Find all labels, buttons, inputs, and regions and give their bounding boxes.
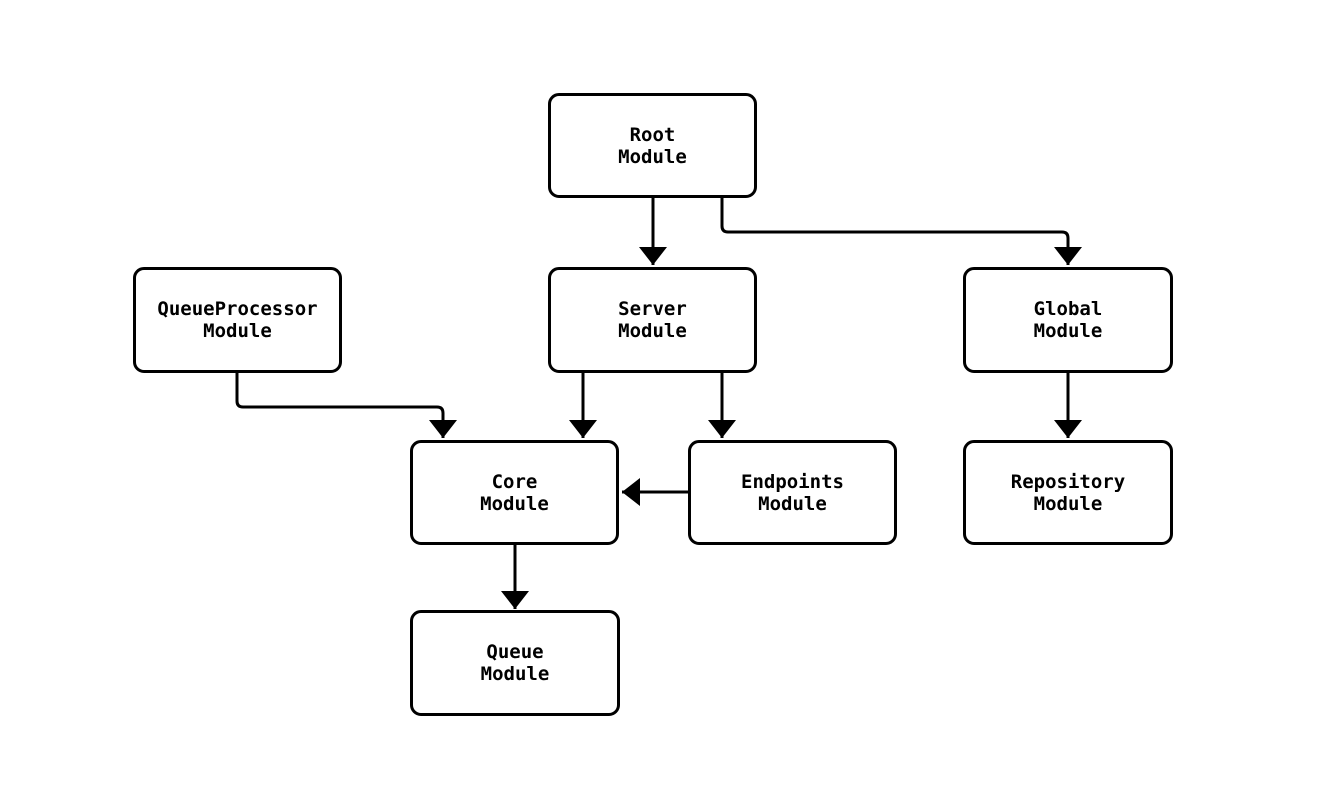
node-core-module-label: Core Module bbox=[480, 470, 549, 515]
node-global-module-label: Global Module bbox=[1033, 298, 1103, 342]
node-root-module-label: Root Module bbox=[618, 123, 687, 168]
node-server-module: Server Module bbox=[548, 267, 757, 373]
node-queue-module-label: Queue Module bbox=[480, 641, 550, 685]
node-server-module-label: Server Module bbox=[618, 298, 687, 342]
node-repository-module-label: Repository Module bbox=[1010, 470, 1126, 515]
node-queueprocessor-module-label: QueueProcessor Module bbox=[157, 298, 318, 342]
edge-root-to-global bbox=[720, 198, 1082, 265]
edge-queueprocessor-to-core bbox=[235, 373, 457, 438]
node-core-module: Core Module bbox=[410, 440, 619, 545]
node-queueprocessor-module: QueueProcessor Module bbox=[133, 267, 342, 373]
node-endpoints-module-label: Endpoints Module bbox=[741, 470, 844, 515]
node-root-module: Root Module bbox=[548, 93, 757, 198]
node-repository-module: Repository Module bbox=[963, 440, 1173, 545]
node-queue-module: Queue Module bbox=[410, 610, 620, 716]
node-global-module: Global Module bbox=[963, 267, 1173, 373]
node-endpoints-module: Endpoints Module bbox=[688, 440, 897, 545]
